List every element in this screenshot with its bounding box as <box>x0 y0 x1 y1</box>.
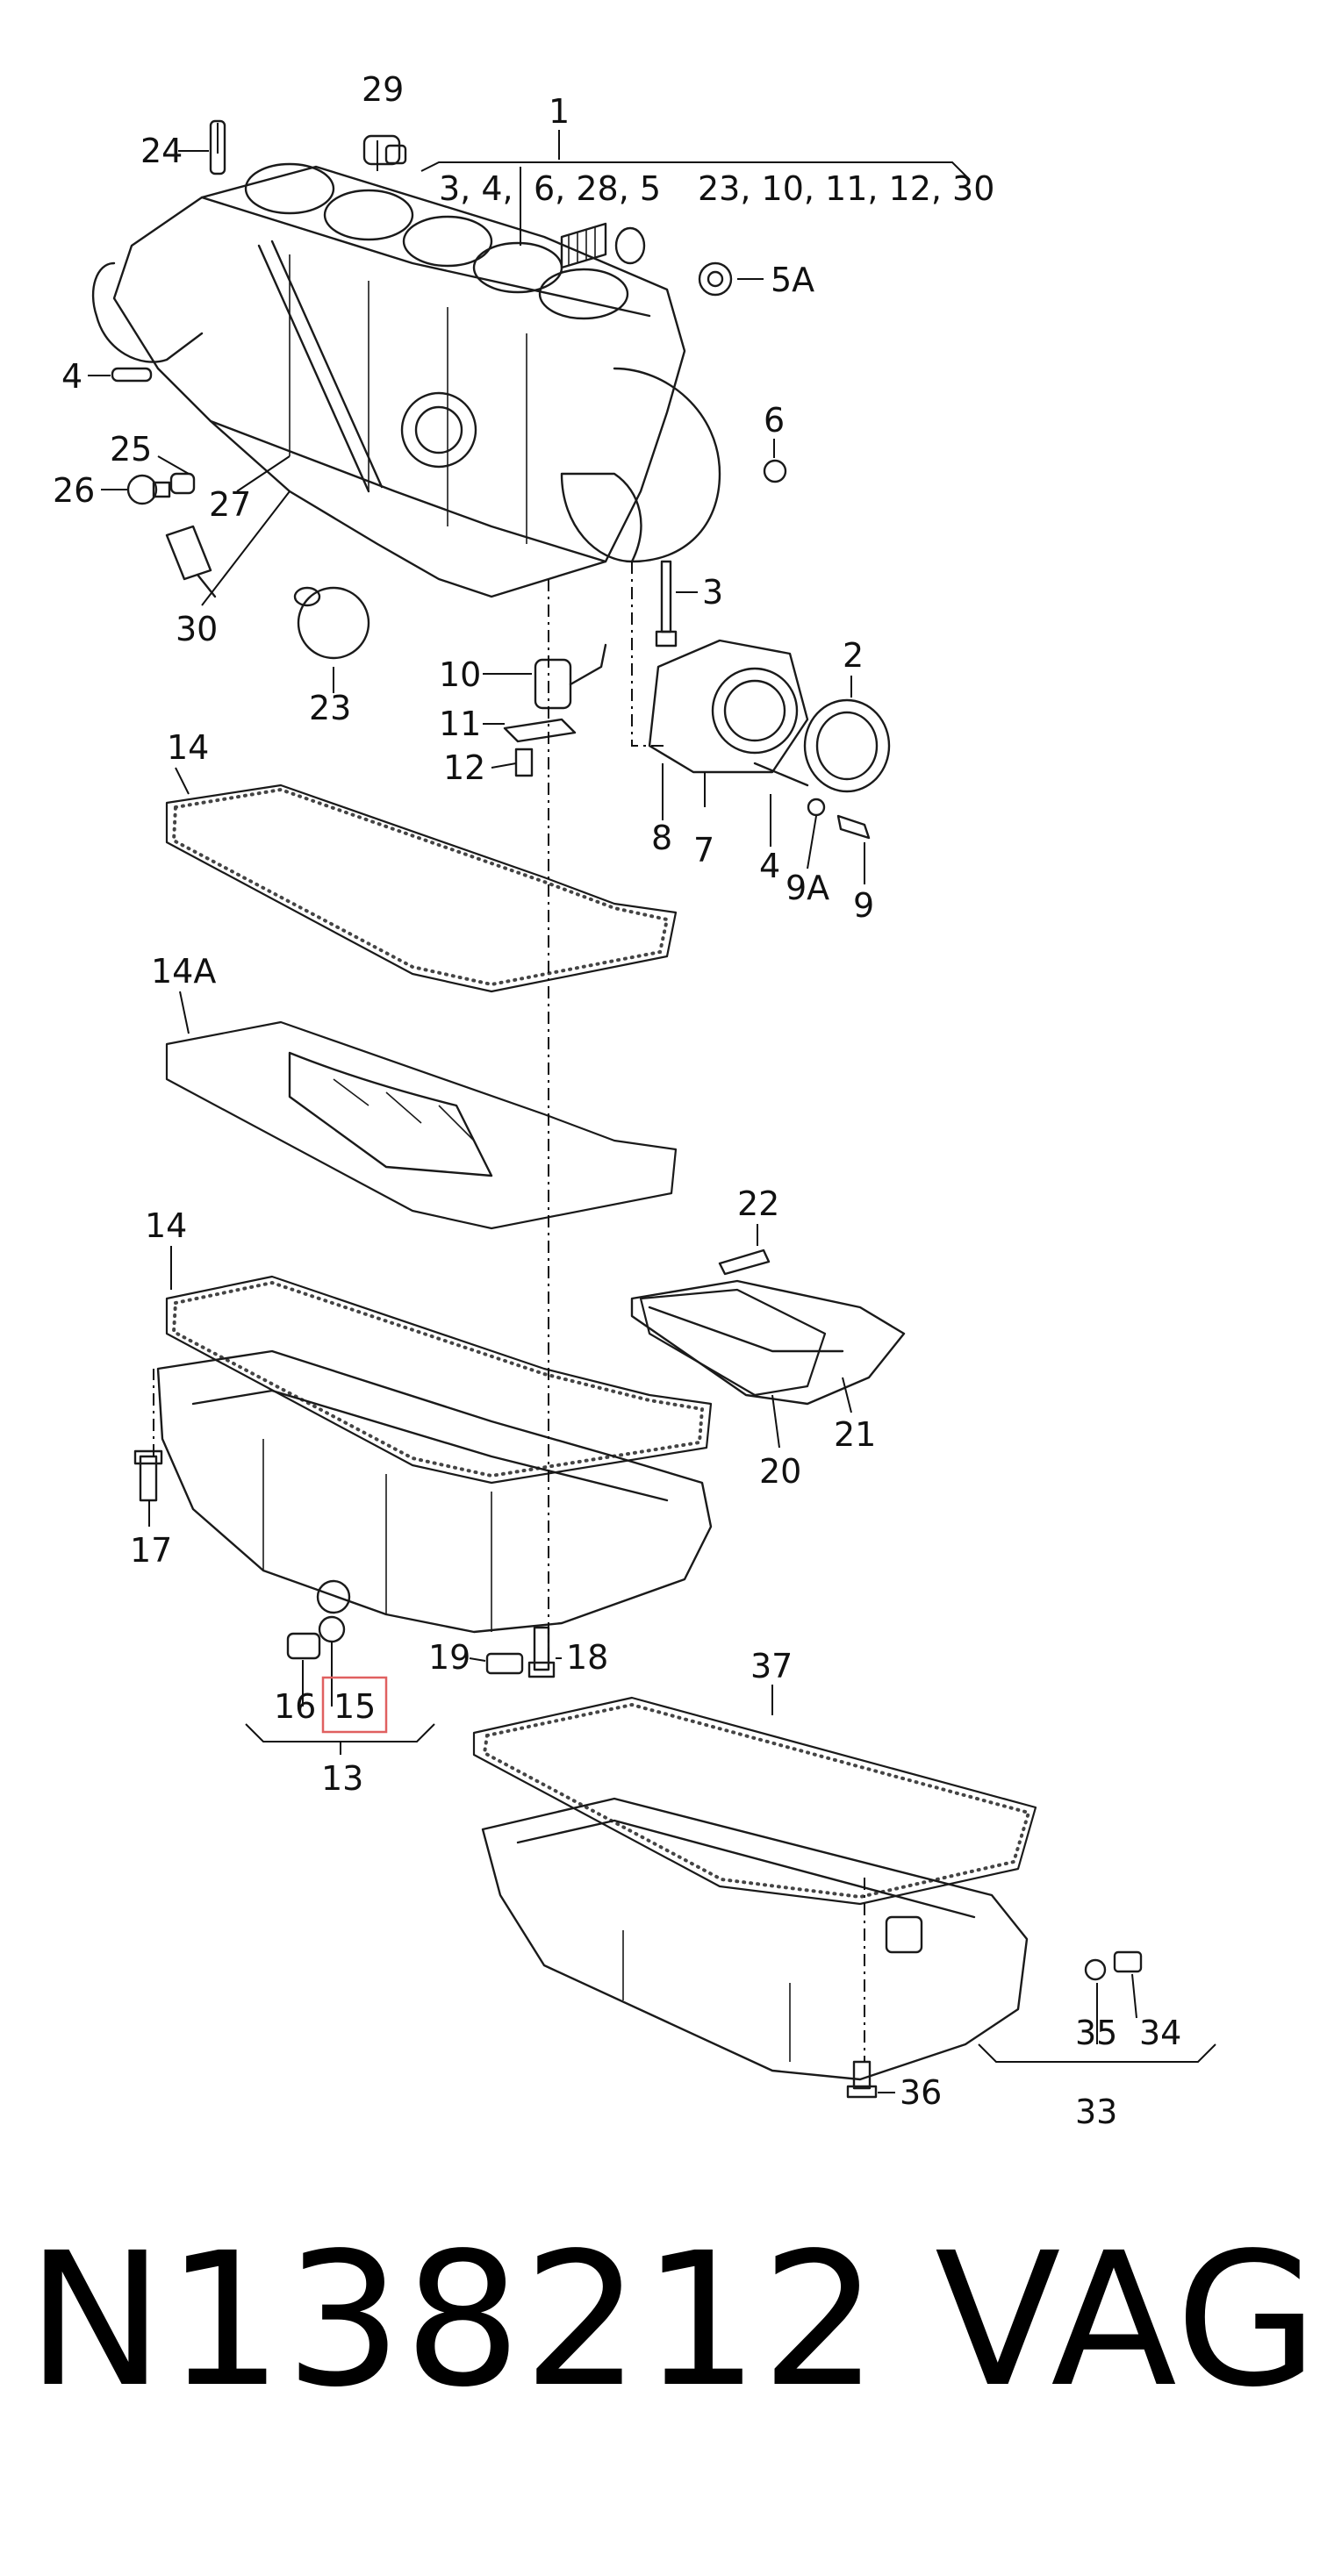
label-25: 25 <box>110 430 152 469</box>
brand-caption: VAG <box>935 2213 1320 2428</box>
seal-ring-2 <box>803 698 891 793</box>
label-1: 1 <box>549 92 570 131</box>
spring-28 <box>560 222 607 269</box>
drain-plug-16 <box>286 1632 321 1660</box>
label-2: 2 <box>843 636 864 675</box>
bolt-9 <box>836 814 871 840</box>
bolt-3 <box>655 560 678 648</box>
part-labels: 1 3, 4, 6, 28, 5 23, 10, 11, 12, 30 29 2… <box>53 70 1181 2131</box>
plug-26 <box>126 474 171 505</box>
bolt-34 <box>1113 1950 1143 1973</box>
label-26: 26 <box>53 471 95 510</box>
alignment-lines <box>153 562 865 2062</box>
label-35: 35 <box>1075 2014 1117 2052</box>
label-8: 8 <box>651 819 672 857</box>
label-5A: 5A <box>771 261 814 299</box>
label-1-list-a: 3, 4, <box>439 169 513 208</box>
sensor-30 <box>165 525 217 598</box>
label-6: 6 <box>764 401 785 440</box>
leader-lines <box>88 123 1216 2093</box>
label-12: 12 <box>443 748 485 787</box>
label-36: 36 <box>900 2073 942 2112</box>
label-33: 33 <box>1075 2093 1117 2131</box>
washer-9A <box>807 798 826 817</box>
baffle-21 <box>630 1279 906 1406</box>
sleeve-29 <box>362 134 407 166</box>
label-37: 37 <box>750 1647 793 1685</box>
label-14A: 14A <box>151 952 216 991</box>
washer-15 <box>318 1615 346 1643</box>
plug-5A <box>698 261 733 297</box>
pin-4-left <box>111 367 153 383</box>
flange-8 <box>648 639 809 774</box>
label-16: 16 <box>274 1687 316 1726</box>
plug-6 <box>763 459 787 483</box>
plug-5 <box>614 226 646 265</box>
label-19: 19 <box>428 1638 470 1677</box>
label-7: 7 <box>693 831 714 869</box>
gasket-14-lower <box>165 1275 713 1485</box>
label-9: 9 <box>853 886 874 925</box>
oil-dipstick-tube <box>257 240 384 493</box>
label-4-left: 4 <box>61 357 82 396</box>
washer-35 <box>1084 1958 1107 1981</box>
oil-pan-upper <box>156 1349 713 1634</box>
sensor-10 <box>534 643 607 710</box>
label-24: 24 <box>140 132 183 170</box>
pin-4-right <box>753 762 809 787</box>
label-30: 30 <box>176 610 218 648</box>
gasket-14A <box>165 1020 678 1230</box>
bolt-18 <box>527 1626 556 1678</box>
bolt-12 <box>514 748 534 777</box>
label-1-list-b: 6, 28, 5 <box>534 169 661 208</box>
label-13: 13 <box>321 1759 363 1798</box>
label-10: 10 <box>439 655 481 694</box>
engine-block <box>91 165 721 598</box>
label-9A: 9A <box>786 869 829 907</box>
bolt-19 <box>485 1652 524 1675</box>
bolt-17 <box>133 1449 163 1502</box>
label-14-lower: 14 <box>145 1206 187 1245</box>
gasket-14-upper <box>165 784 678 993</box>
bracket-11 <box>503 718 577 743</box>
label-23: 23 <box>309 689 351 727</box>
label-18: 18 <box>566 1638 608 1677</box>
label-14-upper: 14 <box>167 728 209 767</box>
label-29: 29 <box>362 70 404 109</box>
bolt-36 <box>846 2060 878 2099</box>
label-17: 17 <box>130 1531 172 1570</box>
label-15: 15 <box>334 1687 376 1726</box>
label-27: 27 <box>209 485 251 524</box>
label-1-list-c: 23, 10, 11, 12, 30 <box>698 169 994 208</box>
cylinder-bores <box>244 162 629 320</box>
label-34: 34 <box>1139 2014 1181 2052</box>
bolt-22 <box>718 1249 771 1276</box>
gasket-37 <box>472 1696 1037 1906</box>
label-3: 3 <box>702 573 723 612</box>
highlight-box <box>321 1676 388 1734</box>
label-22: 22 <box>737 1184 779 1223</box>
seal-20 <box>639 1288 827 1397</box>
plug-25 <box>169 472 196 495</box>
oil-pan-33 <box>481 1797 1029 2081</box>
label-4-right: 4 <box>759 847 780 885</box>
label-20: 20 <box>759 1452 801 1491</box>
label-11: 11 <box>439 705 481 743</box>
dowel-pin-24 <box>209 119 226 175</box>
pump-23 <box>293 586 370 660</box>
part-number-caption: N138212 <box>26 2213 880 2428</box>
label-21: 21 <box>834 1415 876 1454</box>
